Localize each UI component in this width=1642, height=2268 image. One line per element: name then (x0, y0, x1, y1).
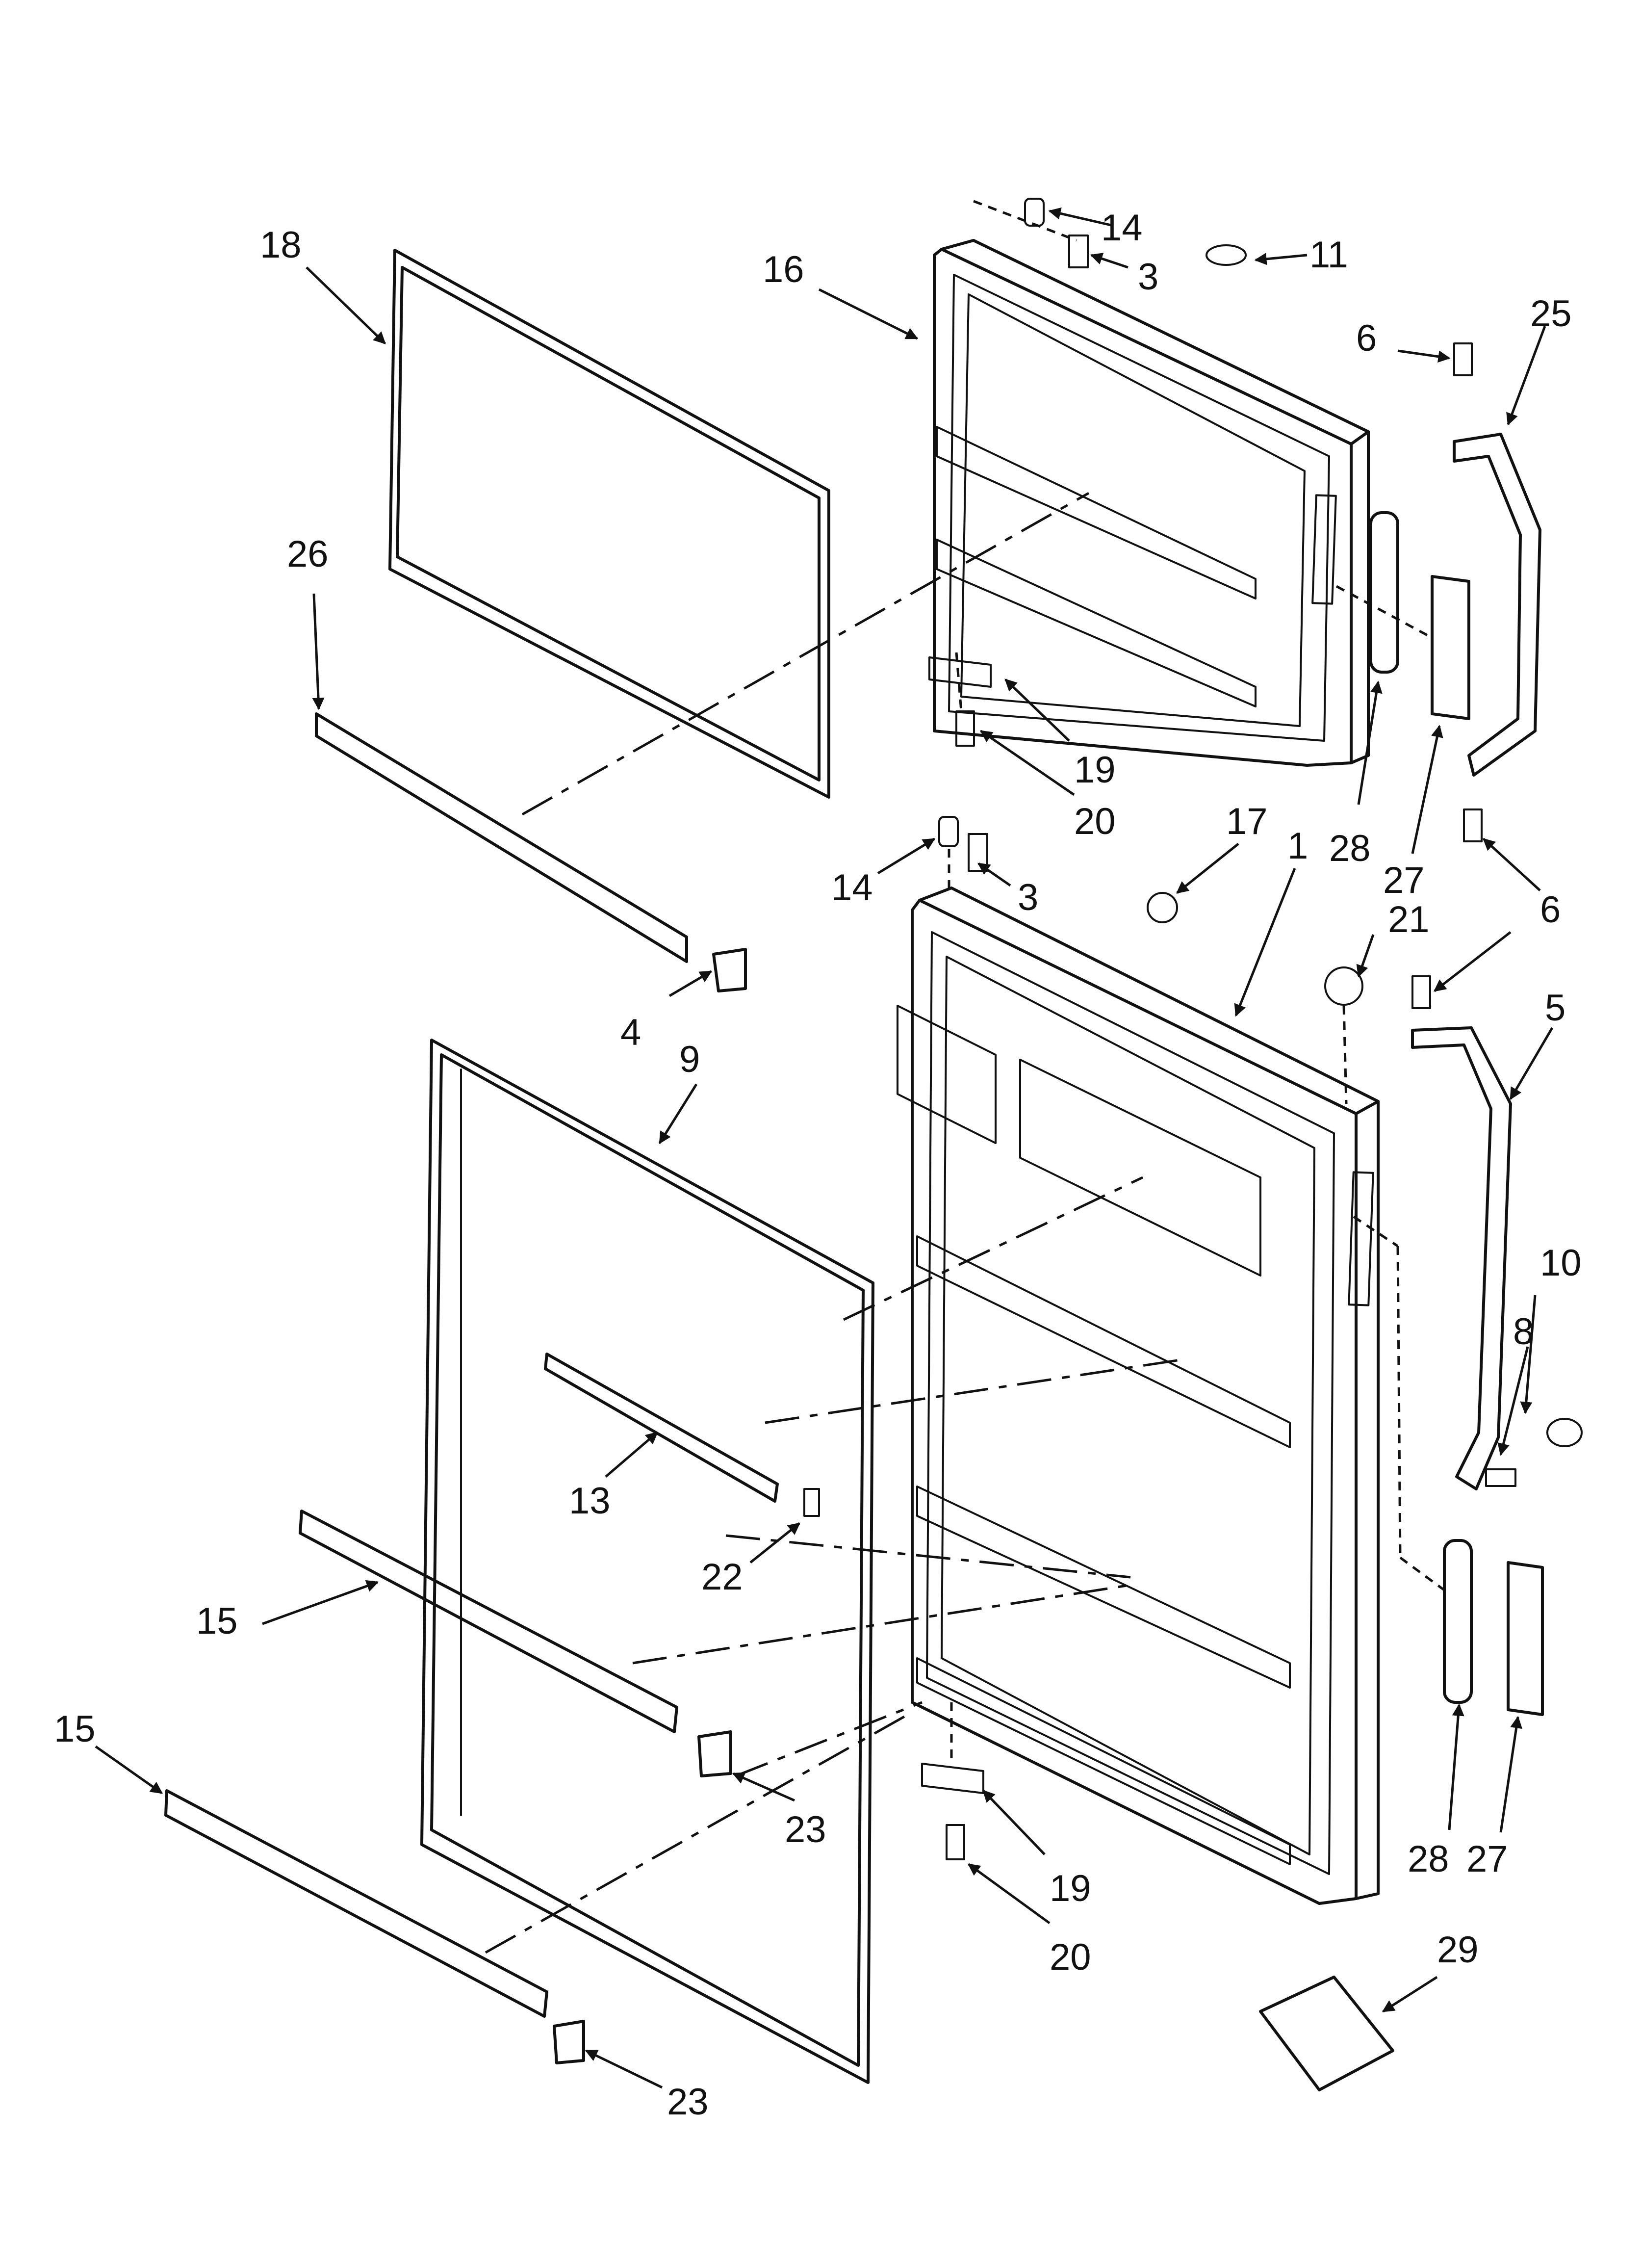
callout-28-upper: 28 (1329, 828, 1371, 869)
screw-8 (1485, 1468, 1516, 1487)
end-cap-22 (803, 1488, 820, 1517)
callout-15-upper: 15 (196, 1600, 238, 1642)
callout-23-lower: 23 (667, 2081, 709, 2123)
handle-screw-6-a (1453, 342, 1473, 376)
callout-11: 11 (1309, 234, 1348, 276)
callout-27-upper: 27 (1383, 860, 1425, 901)
callout-25: 25 (1530, 293, 1572, 335)
shelf-trim-13 (544, 1353, 779, 1503)
shelf-trim-15-upper (299, 1510, 678, 1733)
callout-3-lower: 3 (1018, 877, 1038, 918)
freezer-handle-25 (1453, 433, 1541, 777)
callout-6-top: 6 (1356, 317, 1377, 359)
callout-23-upper: 23 (785, 1809, 826, 1851)
screw-20-lower (946, 1824, 965, 1860)
callout-15-lower: 15 (54, 1708, 96, 1750)
handle-screw-6-b (1463, 808, 1483, 842)
callout-8: 8 (1513, 1311, 1534, 1353)
leader-lines (95, 207, 1554, 2089)
handle-insert-27-lower (1507, 1561, 1544, 1716)
callout-29: 29 (1437, 1929, 1479, 1971)
parts-bag-29 (1259, 1976, 1394, 2091)
end-cap-4 (712, 948, 747, 992)
callout-26: 26 (287, 533, 329, 575)
bushing-14-lower (938, 816, 959, 847)
callout-6-middle: 6 (1540, 889, 1561, 931)
door-stop-11 (1206, 244, 1247, 266)
callout-28-lower: 28 (1408, 1838, 1449, 1880)
hinge-cover-17 (1147, 892, 1178, 923)
callout-17: 17 (1226, 801, 1268, 842)
callout-9: 9 (679, 1039, 700, 1080)
fresh-food-handle-5 (1411, 1026, 1512, 1490)
shelf-trim-15-lower (164, 1789, 548, 2018)
fresh-food-door-gasket (420, 1039, 874, 2084)
handle-insert-28-lower (1443, 1539, 1473, 1704)
spacer-10 (1546, 1418, 1583, 1447)
callout-14-lower: 14 (831, 867, 873, 909)
callout-16: 16 (763, 249, 804, 290)
callout-22: 22 (701, 1556, 743, 1598)
callout-10: 10 (1540, 1242, 1582, 1284)
callout-13: 13 (569, 1480, 611, 1522)
screw-20-upper (955, 710, 975, 747)
end-cap-23-upper (697, 1730, 732, 1777)
end-cap-23-lower (553, 2020, 585, 2064)
callout-1: 1 (1287, 825, 1308, 867)
callout-19-lower: 19 (1050, 1868, 1091, 1909)
assembly-lines (485, 200, 1448, 1954)
callout-18: 18 (260, 224, 302, 266)
callout-5: 5 (1545, 987, 1565, 1029)
bushing-14-upper (1024, 198, 1045, 227)
callout-19-upper: 19 (1074, 749, 1116, 791)
callout-21: 21 (1388, 899, 1430, 940)
screw-3-upper (1068, 235, 1089, 268)
callout-14-upper: 14 (1101, 207, 1143, 249)
handle-insert-28-upper (1369, 511, 1399, 674)
handle-insert-27-upper (1431, 575, 1470, 720)
plug-21 (1324, 966, 1363, 1006)
hinge-19-lower (921, 1763, 984, 1794)
callout-20-lower: 20 (1050, 1936, 1091, 1978)
callout-27-lower: 27 (1466, 1838, 1508, 1880)
fresh-food-door (897, 886, 1380, 1905)
callout-labels: 18 16 26 14 3 11 6 25 19 20 17 1 28 27 6… (54, 207, 1582, 2123)
freezer-trim-26 (315, 712, 688, 963)
hinge-19-upper (928, 656, 992, 688)
screw-3-lower (968, 833, 988, 872)
freezer-door-gasket (388, 249, 830, 799)
callout-3-upper: 3 (1138, 256, 1158, 298)
callout-4: 4 (620, 1012, 641, 1053)
callout-20-upper: 20 (1074, 801, 1116, 842)
handle-screw-6-c (1411, 975, 1431, 1009)
freezer-door (933, 239, 1370, 767)
